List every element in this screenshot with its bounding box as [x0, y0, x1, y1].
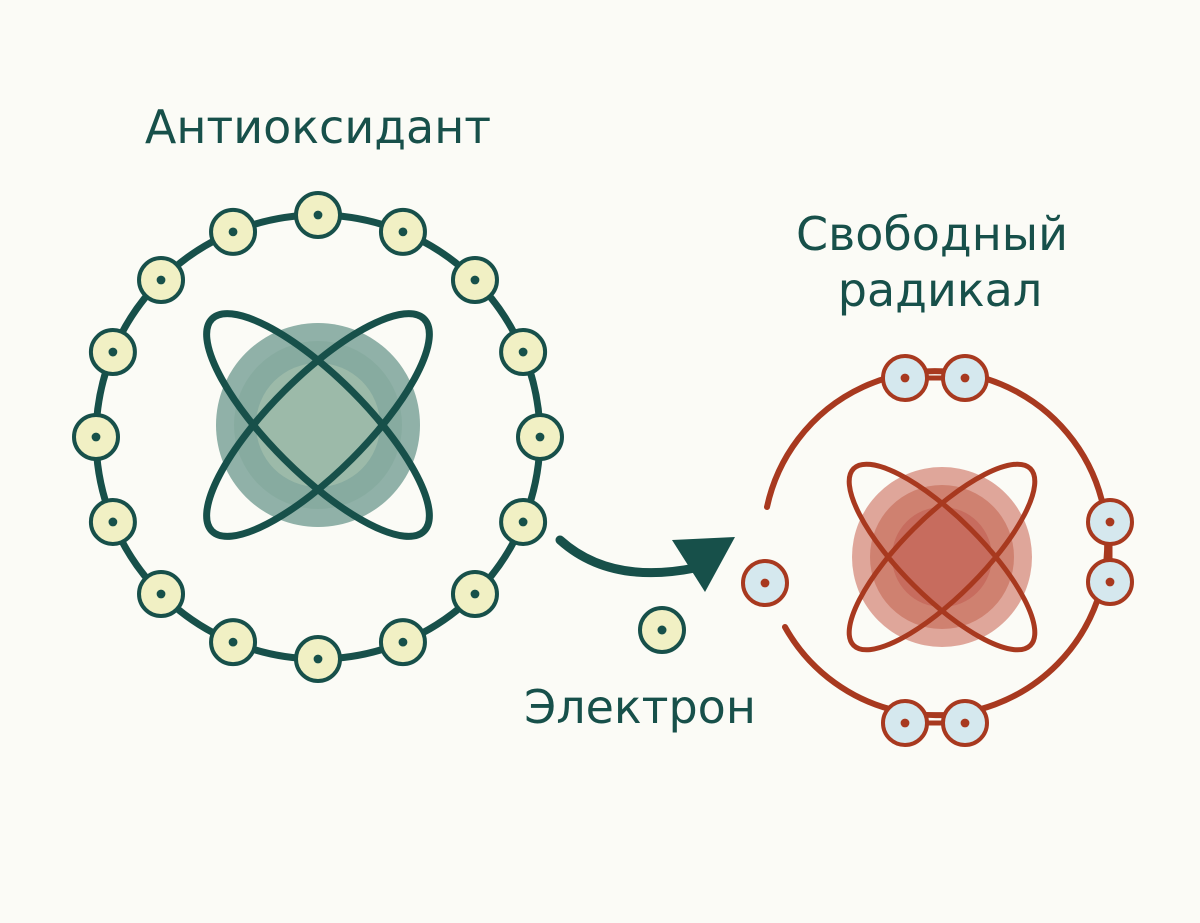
- antioxidant-atom: [72, 191, 564, 683]
- antioxidant-electron: [137, 569, 186, 618]
- antioxidant-electron: [450, 569, 499, 618]
- antioxidant-electron: [516, 413, 564, 461]
- radical-nucleus: [852, 467, 1032, 647]
- antioxidant-electron: [294, 635, 342, 683]
- antioxidant-electron: [499, 328, 548, 377]
- radical-inner-orbits: [846, 461, 1038, 653]
- antioxidant-nucleus: [216, 323, 420, 527]
- label-electron: Электрон: [524, 680, 756, 734]
- antioxidant-electron: [72, 413, 120, 461]
- curved-arrow-right-icon: [555, 535, 735, 592]
- label-free-radical-line2: радикал: [838, 263, 1042, 317]
- antioxidant-electron: [88, 497, 137, 546]
- antioxidant-electron: [499, 497, 548, 546]
- antioxidant-electron: [209, 618, 258, 667]
- radical-electron: [881, 699, 929, 747]
- radical-electron: [941, 699, 989, 747]
- antioxidant-electron: [88, 328, 137, 377]
- radical-electron: [741, 559, 789, 607]
- antioxidant-electrons: [72, 191, 564, 683]
- radical-electron: [1086, 558, 1134, 606]
- radical-electron: [941, 354, 989, 402]
- antioxidant-electron: [450, 256, 499, 305]
- antioxidant-electron: [378, 618, 427, 667]
- antioxidant-electron: [294, 191, 342, 239]
- antioxidant-electron: [137, 256, 186, 305]
- label-free-radical-line1: Свободный: [796, 207, 1068, 261]
- radical-electrons: [741, 354, 1134, 747]
- free-radical-atom: [741, 354, 1134, 747]
- free-electron: [638, 606, 686, 654]
- antioxidant-electron: [209, 207, 258, 256]
- radical-electron: [881, 354, 929, 402]
- antioxidant-electron: [378, 207, 427, 256]
- antioxidant-inner-orbits: [203, 310, 433, 540]
- radical-electron: [1086, 498, 1134, 546]
- label-antioxidant: Антиоксидант: [145, 100, 491, 154]
